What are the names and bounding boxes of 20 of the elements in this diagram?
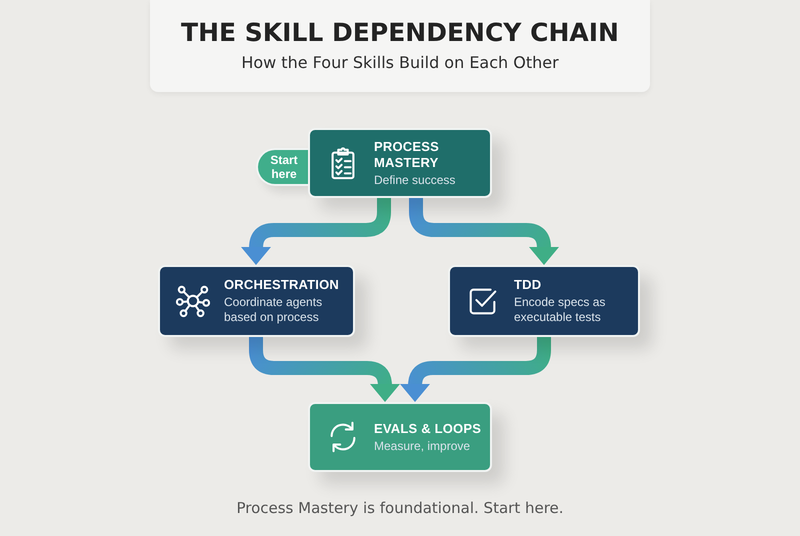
node-title: EVALS & LOOPS	[374, 420, 482, 436]
node-title: TDD	[514, 277, 542, 293]
process-box	[308, 402, 492, 472]
node-description: Measure, improve	[374, 438, 472, 454]
process-box	[158, 265, 355, 337]
diagram-caption: Process Mastery is foundational. Start here.	[235, 499, 565, 517]
node-description: Define success	[374, 172, 456, 188]
node-description: Coordinate agents based on process	[224, 295, 324, 325]
flow-arrow	[409, 198, 559, 265]
node-title: PROCESS MASTERY	[374, 138, 440, 170]
flow-arrow	[249, 337, 400, 402]
node-title: ORCHESTRATION	[224, 277, 340, 293]
process-box	[448, 265, 640, 337]
node-description: Encode specs as executable tests	[514, 295, 606, 325]
start-tag	[256, 148, 308, 186]
tag-label: Start here	[269, 153, 299, 181]
flow-arrow	[400, 337, 551, 402]
diagram-title: THE SKILL DEPENDENCY CHAIN	[180, 18, 620, 47]
diagram-subtitle: How the Four Skills Build on Each Other	[240, 53, 560, 72]
process-box	[308, 128, 492, 198]
